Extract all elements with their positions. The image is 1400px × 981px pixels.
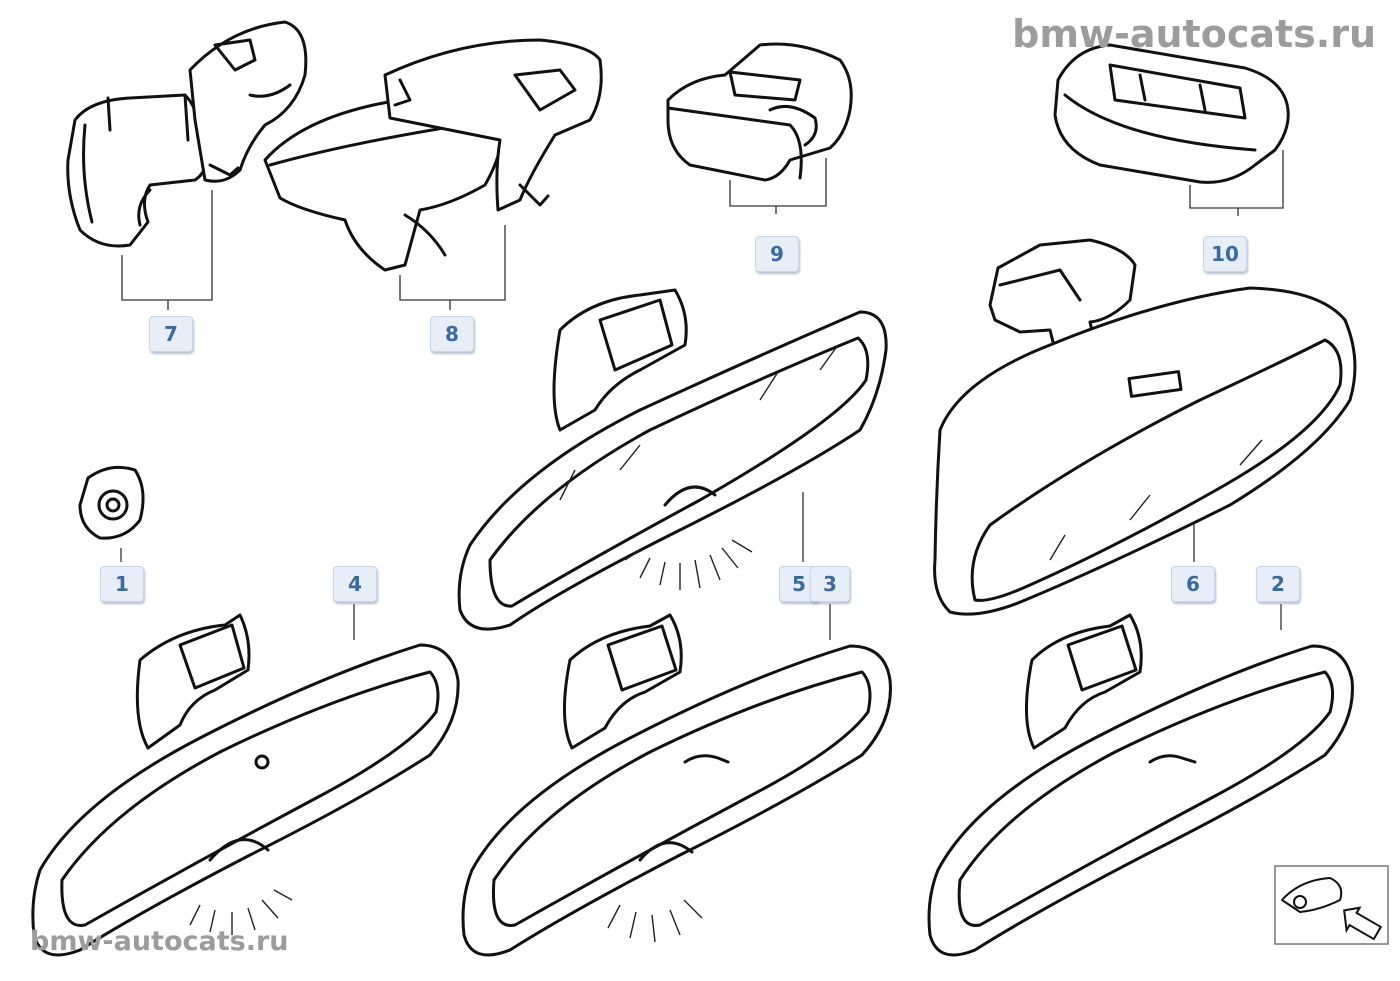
part-5-light-rays [624,539,753,590]
part-2-mirror [927,613,1354,957]
callout-3[interactable]: 3 [810,566,850,602]
part-6-mirror [933,238,1357,616]
watermark-top: bmw-autocats.ru [1012,12,1376,56]
callout-9[interactable]: 9 [755,236,799,272]
part-5-mirror [457,288,888,631]
callout-1[interactable]: 1 [100,566,144,602]
part-4-light-rays [189,889,293,935]
part-3-light-rays [607,899,703,943]
callout-2[interactable]: 2 [1256,566,1300,602]
callout-10[interactable]: 10 [1203,236,1247,272]
part-3-mirror [461,613,892,957]
part-4-mirror [31,613,460,957]
part-7-cover-right-half [188,20,308,183]
callout-6[interactable]: 6 [1171,566,1215,602]
part-9-cover [666,42,853,182]
part-1-clip [78,465,145,540]
callout-7[interactable]: 7 [149,316,193,352]
part-10-cover-tray [1053,43,1290,184]
part-8-cover [263,38,603,272]
watermark-bottom: bmw-autocats.ru [30,926,289,957]
leader-lines [120,150,1284,640]
part-7-cover-left-half [66,93,208,248]
callout-4[interactable]: 4 [333,566,377,602]
callout-8[interactable]: 8 [430,316,474,352]
arrow-icon[interactable] [1336,902,1384,945]
